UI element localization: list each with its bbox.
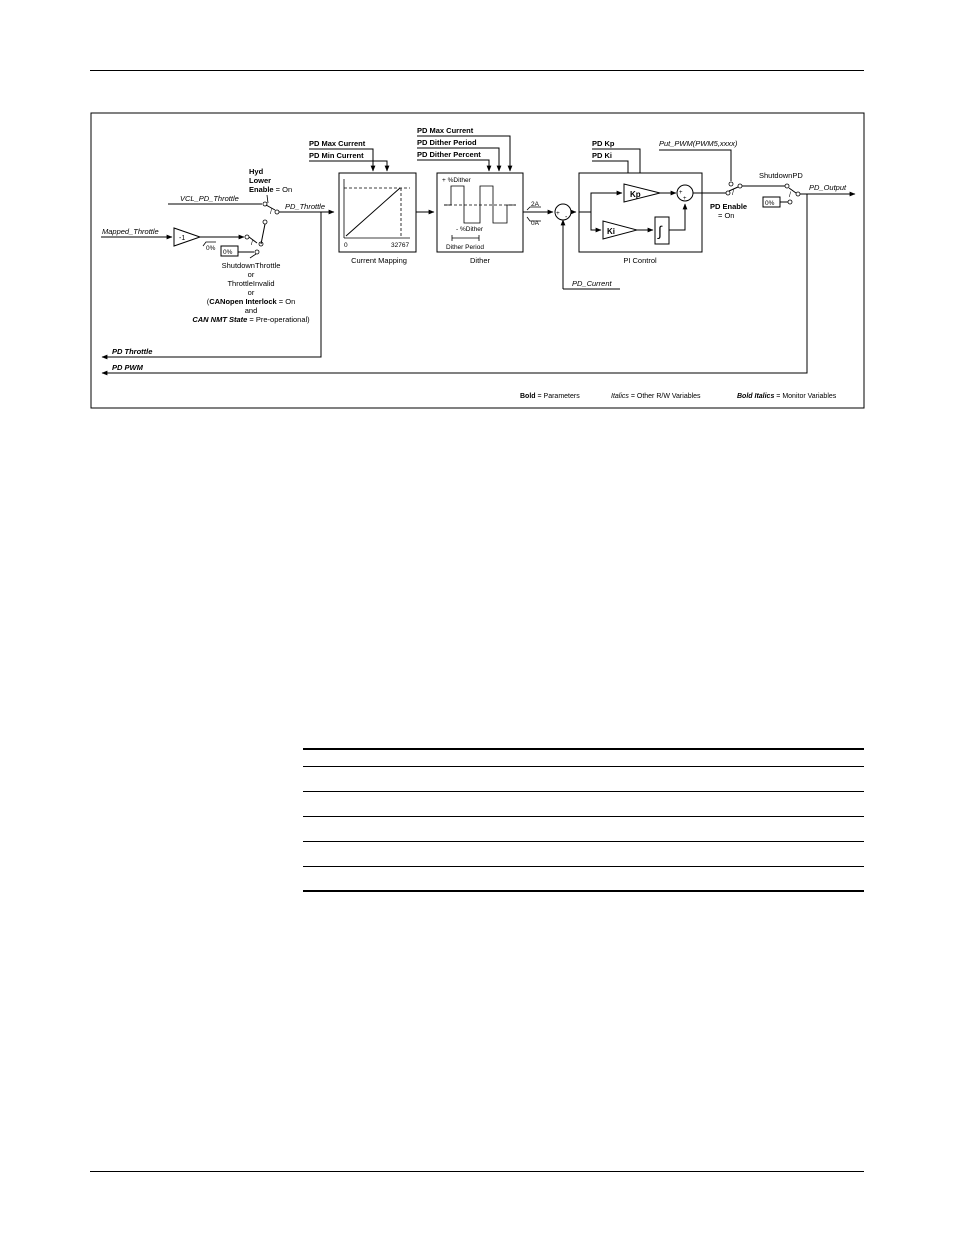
shutdown-line-4: or <box>248 288 255 297</box>
legend-bold-italics-key: Bold Italics <box>737 393 774 400</box>
switch-tick-1: / <box>251 240 253 247</box>
shutdown-line-6: and <box>245 306 258 315</box>
pi-summer-plus-1: + <box>679 190 683 196</box>
dither-period-label: Dither Period <box>446 244 484 251</box>
shutdown-line-1: ShutdownThrottle <box>222 261 281 270</box>
table-row-rule-4 <box>303 866 864 867</box>
hyd-lower-line3: Enable = On <box>249 185 292 194</box>
param-pd-max-current-2: PD Max Current <box>417 126 474 135</box>
shutdown-line-2: or <box>248 270 255 279</box>
hyd-lower-line1: Hyd <box>249 167 264 176</box>
legend-italics-desc: = Other R/W Variables <box>629 393 701 400</box>
param-pd-dither-period: PD Dither Period <box>417 138 477 147</box>
param-pd-ki: PD Ki <box>592 151 612 160</box>
shutdown-line-7: CAN NMT State = Pre-operational) <box>192 315 310 324</box>
pump-driver-block-diagram: Mapped_Throttle -1 0% 0% / VCL_PD_Thrott… <box>90 112 865 409</box>
hyd-lower-enable-rest: = On <box>274 185 293 194</box>
can-nmt-state: CAN NMT State <box>192 315 247 324</box>
table-row-rule-1 <box>303 791 864 792</box>
pd-pwm-output-label: PD PWM <box>112 363 144 372</box>
pd-enable-rest: = On <box>718 211 734 220</box>
dither-plus-label: + %Dither <box>442 177 472 184</box>
limit-zero-label: 0% <box>206 245 216 252</box>
table-top-rule <box>303 748 864 750</box>
canopen-interlock-rest: = On <box>277 297 296 306</box>
integral-icon: ∫ <box>657 223 663 239</box>
legend-bold-italics-desc: = Monitor Variables <box>774 393 836 400</box>
summer-plus: + <box>556 210 560 217</box>
current-mapping-block <box>338 172 417 253</box>
mapped-throttle-label: Mapped_Throttle <box>102 227 159 236</box>
zero-percent-label-2: 0% <box>765 200 775 207</box>
put-pwm-label: Put_PWM(PWM5,xxxx) <box>659 139 738 148</box>
ki-label: Ki <box>607 227 615 236</box>
limit-high-label: 2A <box>531 201 540 208</box>
hyd-lower-enable-bold: Enable <box>249 185 274 194</box>
param-pd-kp: PD Kp <box>592 139 615 148</box>
pi-summer-plus-2: + <box>683 196 687 202</box>
vcl-pd-throttle-label: VCL_PD_Throttle <box>180 194 239 203</box>
zero-percent-label: 0% <box>223 249 233 256</box>
ki-gain-block <box>602 220 639 240</box>
limit-low-label: 0A <box>531 220 540 227</box>
summer-minus: - <box>565 214 568 221</box>
legend-bold-italics: Bold Italics = Monitor Variables <box>737 393 837 400</box>
param-pd-min-current: PD Min Current <box>309 151 364 160</box>
switch-tick-4: / <box>789 192 791 199</box>
table-header-rule <box>303 766 864 767</box>
shutdown-line-5: (CANopen Interlock = On <box>207 297 296 306</box>
pd-enable-bold: PD Enable <box>710 202 747 211</box>
table-row-rule-2 <box>303 816 864 817</box>
table-bottom-rule <box>303 890 864 892</box>
pd-throttle-signal-label: PD_Throttle <box>285 202 325 211</box>
header-rule <box>90 70 864 71</box>
mapping-x-max: 32767 <box>391 242 409 249</box>
dither-label: Dither <box>470 256 491 265</box>
pd-output-label: PD_Output <box>809 183 847 192</box>
invert-gain-label: -1 <box>179 235 185 242</box>
mapping-x-min: 0 <box>344 242 348 249</box>
shutdown-condition: ShutdownThrottle or ThrottleInvalid or (… <box>192 261 310 324</box>
zero-percent-box <box>220 245 239 257</box>
legend-bold-desc: = Parameters <box>536 393 581 400</box>
table-row-rule-3 <box>303 841 864 842</box>
switch-tick-2: / <box>270 209 272 216</box>
legend-italics-key: Italics <box>611 393 629 400</box>
diagram-frame <box>90 112 865 409</box>
footer-rule <box>90 1171 864 1172</box>
legend-italics: Italics = Other R/W Variables <box>611 393 701 400</box>
legend-bold-key: Bold <box>520 393 536 400</box>
can-nmt-state-rest: = Pre-operational) <box>247 315 310 324</box>
hyd-lower-line2: Lower <box>249 176 271 185</box>
empty-table <box>303 748 864 893</box>
param-pd-max-current-1: PD Max Current <box>309 139 366 148</box>
pi-control-label: PI Control <box>623 256 657 265</box>
legend-bold: Bold = Parameters <box>520 393 580 400</box>
canopen-interlock: CANopen Interlock <box>209 297 277 306</box>
pd-current-label: PD_Current <box>572 279 613 288</box>
current-mapping-label: Current Mapping <box>351 256 407 265</box>
kp-label: Kp <box>630 190 641 199</box>
shutdown-pd-label: ShutdownPD <box>759 171 803 180</box>
shutdown-line-3: ThrottleInvalid <box>227 279 274 288</box>
dither-minus-label: - %Dither <box>456 226 484 233</box>
param-pd-dither-percent: PD Dither Percent <box>417 150 481 159</box>
shutdown-paren: ( <box>207 297 210 306</box>
pd-throttle-output-label: PD Throttle <box>112 347 152 356</box>
invert-gain-block <box>173 227 202 247</box>
kp-gain-block <box>623 183 661 203</box>
switch-tick-3: / <box>732 190 734 197</box>
